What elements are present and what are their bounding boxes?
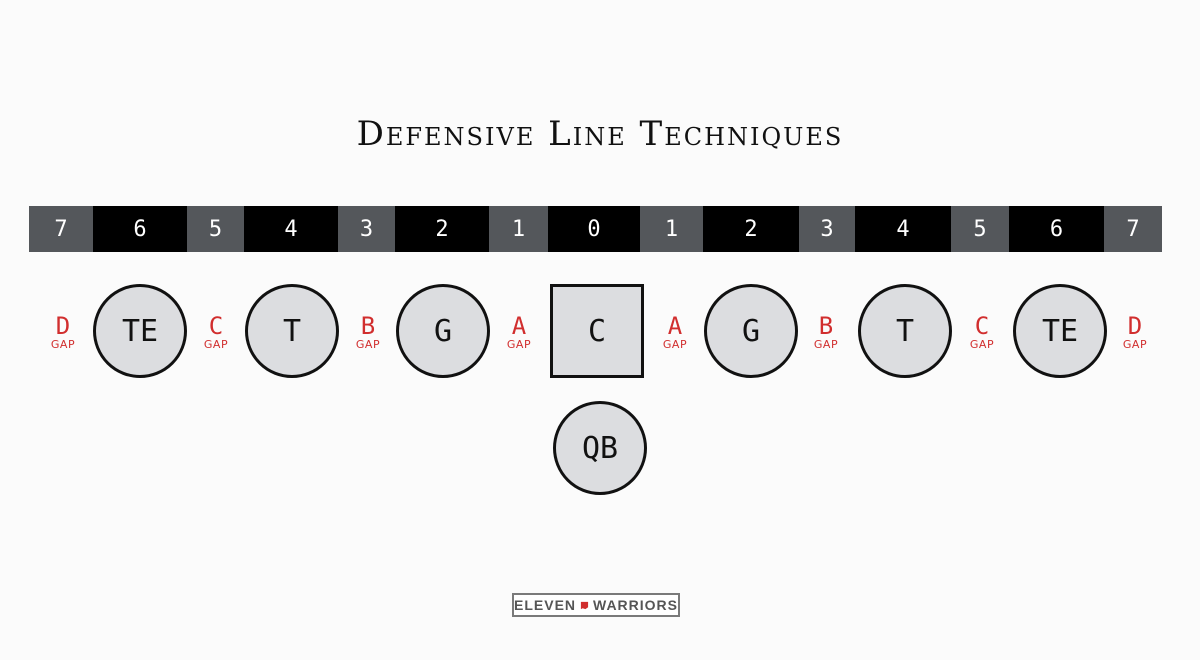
gap-letter: C (974, 312, 990, 340)
technique-3-right: 3 (799, 206, 855, 252)
player-quarterback: QB (553, 401, 647, 495)
technique-6-right: 6 (1009, 206, 1104, 252)
logo-text-left: ELEVEN (514, 597, 577, 613)
player-guard-left: G (396, 284, 490, 378)
gap-letter: A (511, 312, 527, 340)
technique-6-left: 6 (93, 206, 187, 252)
technique-0: 0 (548, 206, 640, 252)
technique-7-right: 7 (1104, 206, 1162, 252)
technique-1-left: 1 (489, 206, 548, 252)
technique-5-left: 5 (187, 206, 244, 252)
gap-word: GAP (506, 338, 532, 351)
player-guard-right: G (704, 284, 798, 378)
technique-2-left: 2 (395, 206, 489, 252)
gap-word: GAP (1122, 338, 1148, 351)
gap-word: GAP (969, 338, 995, 351)
gap-word: GAP (813, 338, 839, 351)
gap-letter: C (208, 312, 224, 340)
gap-letter: D (1127, 312, 1143, 340)
player-tackle-left: T (245, 284, 339, 378)
gap-word: GAP (662, 338, 688, 351)
technique-3-left: 3 (338, 206, 395, 252)
player-tackle-right: T (858, 284, 952, 378)
technique-2-right: 2 (703, 206, 799, 252)
technique-1-right: 1 (640, 206, 703, 252)
technique-4-left: 4 (244, 206, 338, 252)
gap-word: GAP (355, 338, 381, 351)
player-tight-end-left: TE (93, 284, 187, 378)
technique-7-left: 7 (29, 206, 93, 252)
gap-letter: B (360, 312, 376, 340)
technique-bar: 7 6 5 4 3 2 1 0 1 2 3 4 5 6 7 (29, 206, 1162, 252)
gap-word: GAP (50, 338, 76, 351)
eleven-warriors-logo: ELEVEN WARRIORS (512, 593, 680, 617)
gap-letter: D (55, 312, 71, 340)
technique-4-right: 4 (855, 206, 951, 252)
gap-word: GAP (203, 338, 229, 351)
ohio-state-icon (580, 601, 589, 609)
player-tight-end-right: TE (1013, 284, 1107, 378)
gap-letter: A (667, 312, 683, 340)
logo-text-right: WARRIORS (593, 597, 678, 613)
gap-letter: B (818, 312, 834, 340)
technique-5-right: 5 (951, 206, 1009, 252)
player-center: C (550, 284, 644, 378)
diagram-title: Defensive Line Techniques (356, 114, 844, 154)
